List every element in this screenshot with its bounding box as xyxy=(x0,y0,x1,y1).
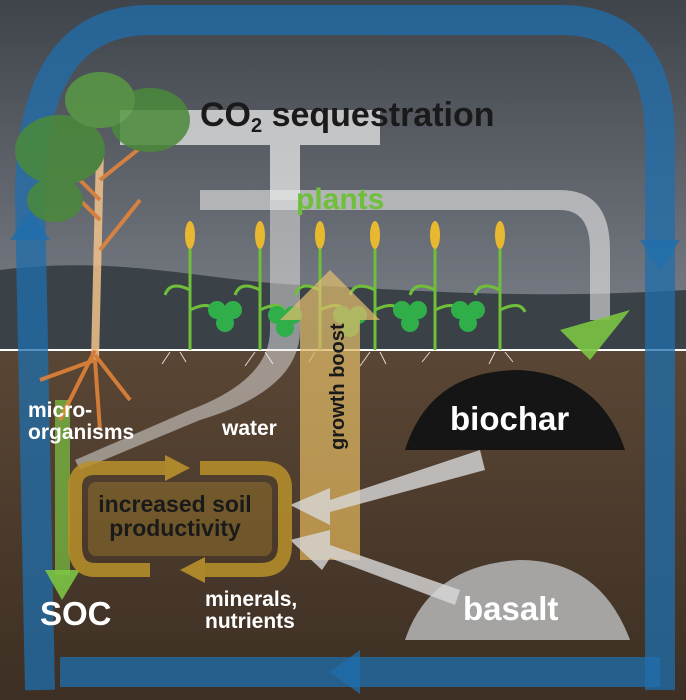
loop-arrowhead-bottom xyxy=(180,557,205,583)
plants-label: plants xyxy=(296,183,385,216)
cycle-arrowhead-right xyxy=(640,240,680,270)
water-label: water xyxy=(222,417,277,440)
cycle-arrowhead-bottom xyxy=(330,650,360,694)
cycle-arrow-frame xyxy=(14,4,675,691)
microorganisms-label: micro-organisms xyxy=(28,399,135,445)
tree xyxy=(15,72,190,431)
basalt-pile xyxy=(405,560,630,640)
minerals-nutrients-label: minerals,nutrients xyxy=(205,588,298,634)
loop-box xyxy=(88,482,272,556)
to-soc-arrow xyxy=(75,200,300,470)
biochar-flow xyxy=(290,450,485,525)
plants-arrow xyxy=(200,190,610,320)
soc-shaft xyxy=(55,400,70,575)
soil-loop xyxy=(68,461,292,577)
growth-arrow xyxy=(280,270,380,560)
cycle-arrowhead-left xyxy=(10,210,50,240)
basalt-flow xyxy=(290,530,460,605)
biochar-pile xyxy=(405,370,625,450)
biochar-label: biochar xyxy=(450,400,570,437)
loop-arrowhead-top xyxy=(165,455,190,481)
plants-arrowhead xyxy=(560,310,630,360)
growth-boost-label: growth boost xyxy=(327,323,349,450)
co2-sequestration-label: CO2 sequestration xyxy=(200,96,495,137)
soc-arrowhead xyxy=(45,570,80,600)
basalt-label: basalt xyxy=(463,590,559,627)
soc-label: SOC xyxy=(40,595,112,632)
